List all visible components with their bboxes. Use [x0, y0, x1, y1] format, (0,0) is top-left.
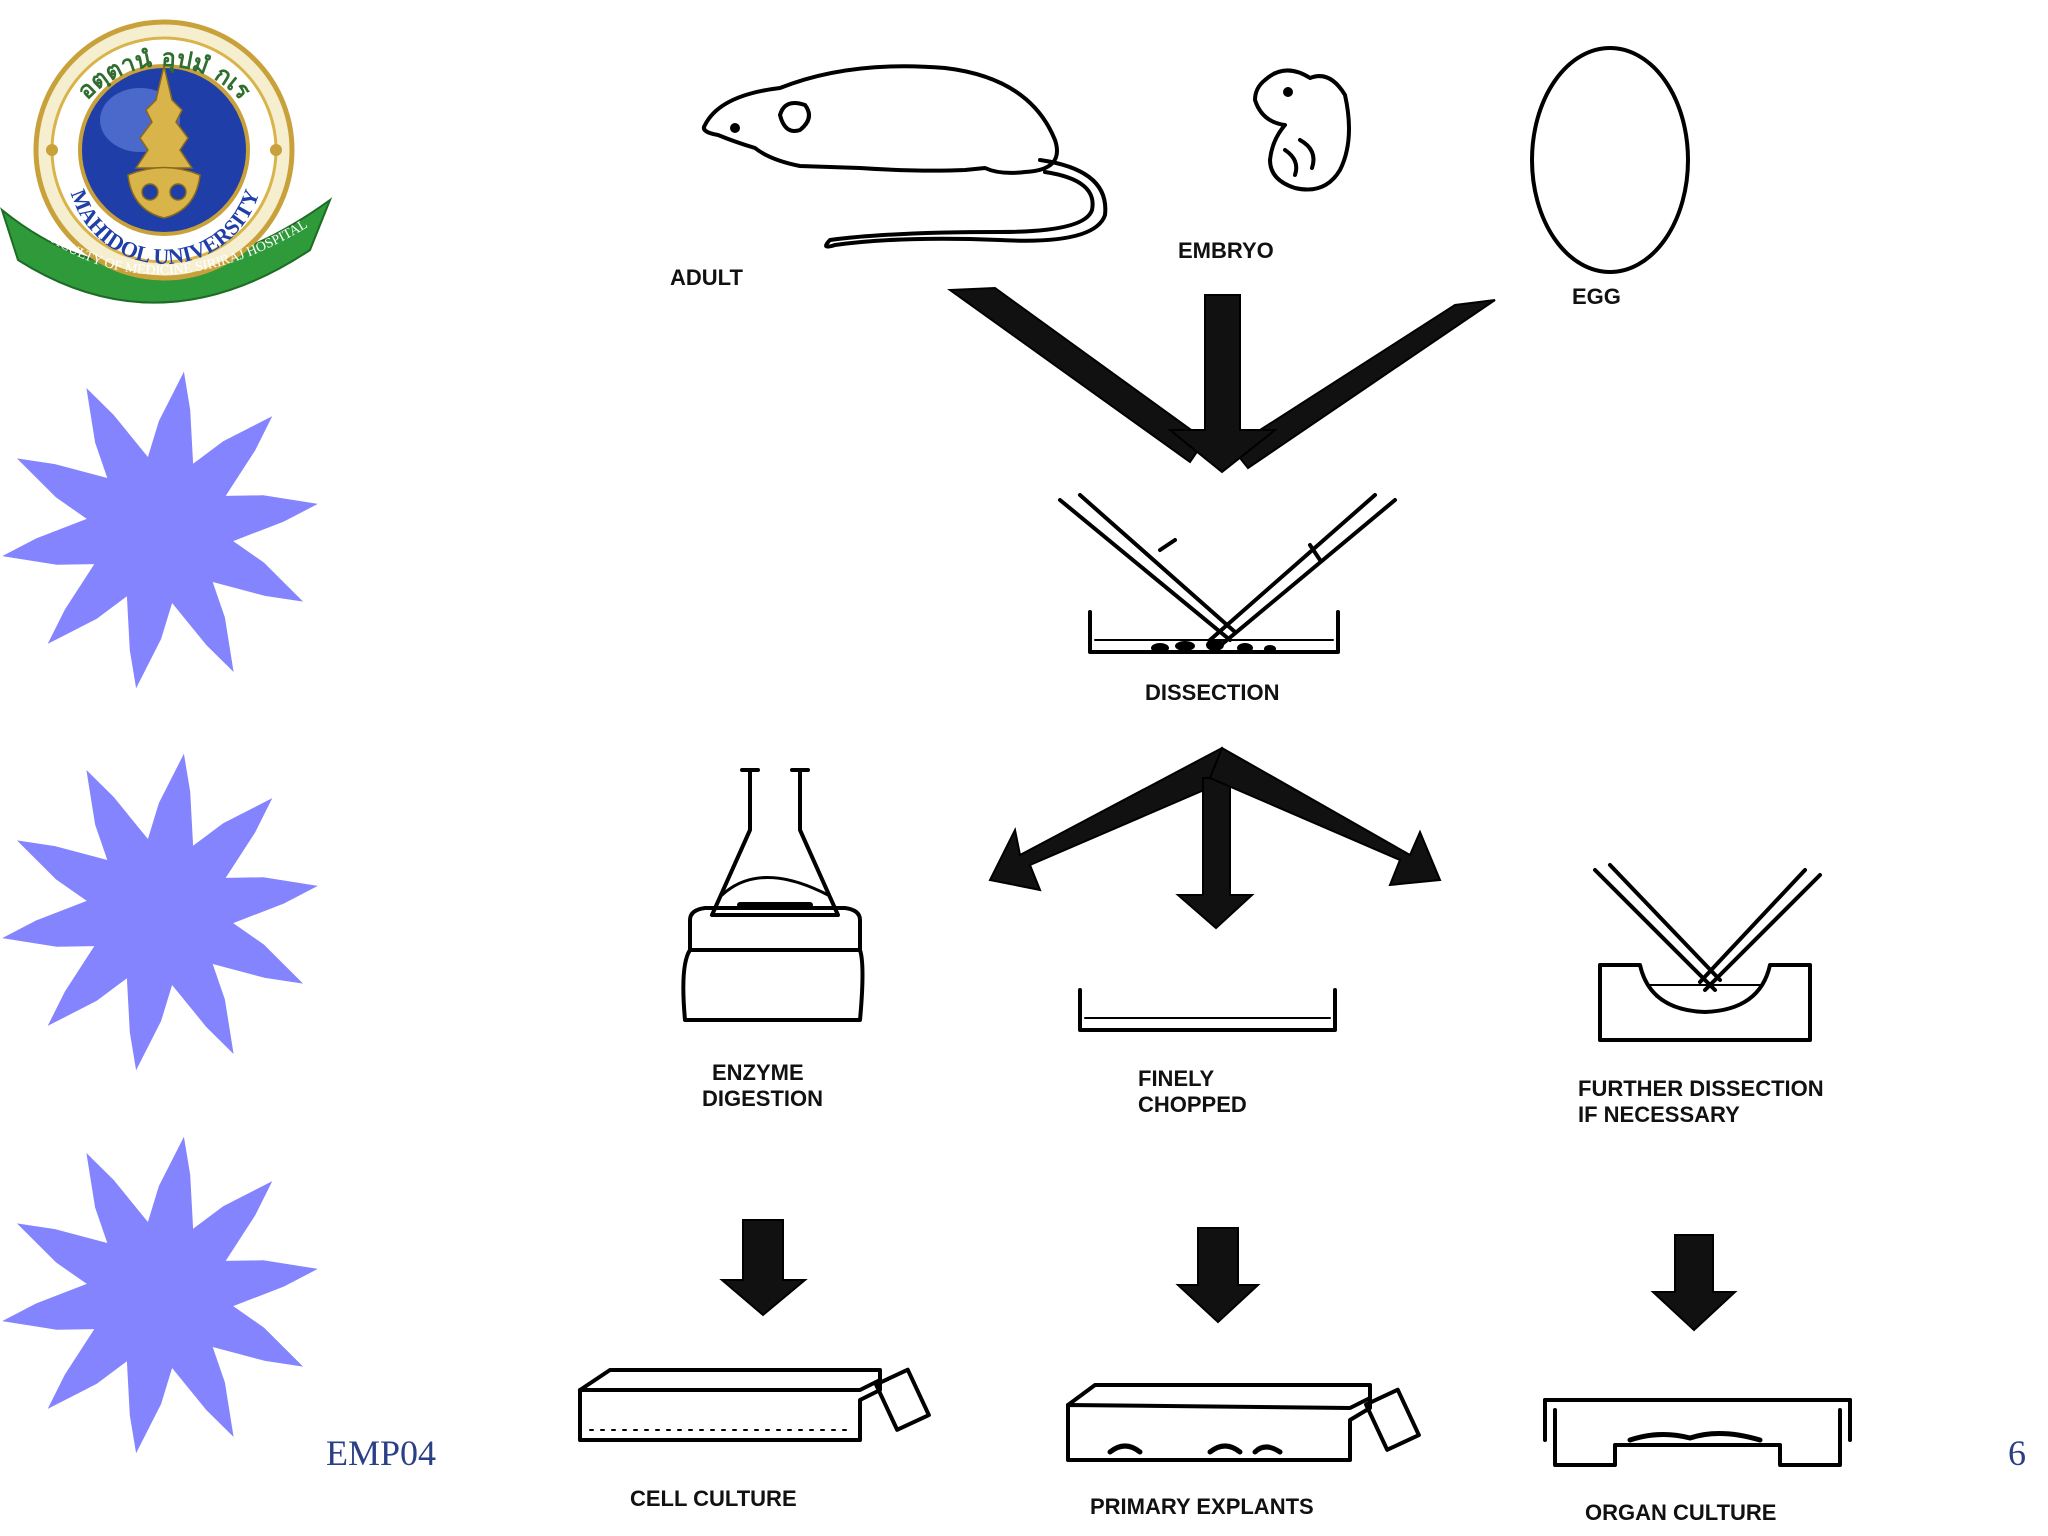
mahidol-logo: อตฺตานํ อุปมํ กเร MAHIDOL UNIVERSITY FAC… — [0, 19, 333, 304]
mouse-icon — [701, 64, 1108, 249]
dissection-tools-icon — [1058, 493, 1397, 654]
crown-emblem-icon — [127, 65, 201, 219]
label-chopped-line2: CHOPPED — [1138, 1092, 1247, 1117]
decorative-star-icon — [2, 371, 318, 689]
label-adult: ADULT — [670, 265, 743, 290]
label-cell-culture: CELL CULTURE — [630, 1486, 797, 1511]
embryo-icon — [1253, 68, 1351, 192]
arrow-converge-right — [1230, 299, 1496, 470]
decorative-star-icon — [2, 753, 318, 1071]
arrow-to-organ-culture — [1650, 1234, 1738, 1332]
arrow-converge-left — [947, 286, 1207, 464]
label-primary-explants: PRIMARY EXPLANTS — [1090, 1494, 1314, 1519]
decorative-star-icon — [2, 1136, 318, 1454]
label-further-line2: IF NECESSARY — [1578, 1102, 1740, 1127]
arrow-split-left — [988, 746, 1234, 892]
label-enzyme-line1: ENZYME — [712, 1060, 804, 1085]
decorative-stars — [2, 371, 318, 1454]
label-chopped-line1: FINELY — [1138, 1066, 1215, 1091]
arrow-converge-down — [1167, 294, 1278, 474]
arrow-to-cell-culture — [719, 1219, 808, 1317]
label-embryo: EMBRYO — [1178, 238, 1274, 263]
enzyme-flask-icon — [681, 768, 865, 1022]
label-further-line1: FURTHER DISSECTION — [1578, 1076, 1824, 1101]
primary-explants-flask-icon — [1066, 1383, 1421, 1462]
footer-code: EMP04 — [326, 1433, 437, 1473]
diagram-labels: ADULT EMBRYO EGG DISSECTION ENZYME DIGES… — [630, 238, 1824, 1525]
page-number: 6 — [2008, 1433, 2026, 1473]
flow-arrows — [719, 286, 1738, 1332]
label-organ-culture: ORGAN CULTURE — [1585, 1500, 1776, 1525]
label-enzyme-line2: DIGESTION — [702, 1086, 823, 1111]
further-dissection-icon — [1593, 863, 1822, 1042]
chopped-tissue-dish-icon — [1078, 988, 1337, 1032]
label-dissection: DISSECTION — [1145, 680, 1279, 705]
cell-culture-flask-icon — [578, 1367, 931, 1442]
label-egg: EGG — [1572, 284, 1621, 309]
arrow-split-down — [1175, 777, 1255, 930]
tissue-culture-diagram — [578, 46, 1852, 1467]
egg-icon — [1530, 46, 1690, 274]
arrow-to-primary-explants — [1175, 1227, 1261, 1324]
arrow-split-right — [1208, 746, 1442, 887]
organ-culture-dish-icon — [1543, 1398, 1852, 1467]
